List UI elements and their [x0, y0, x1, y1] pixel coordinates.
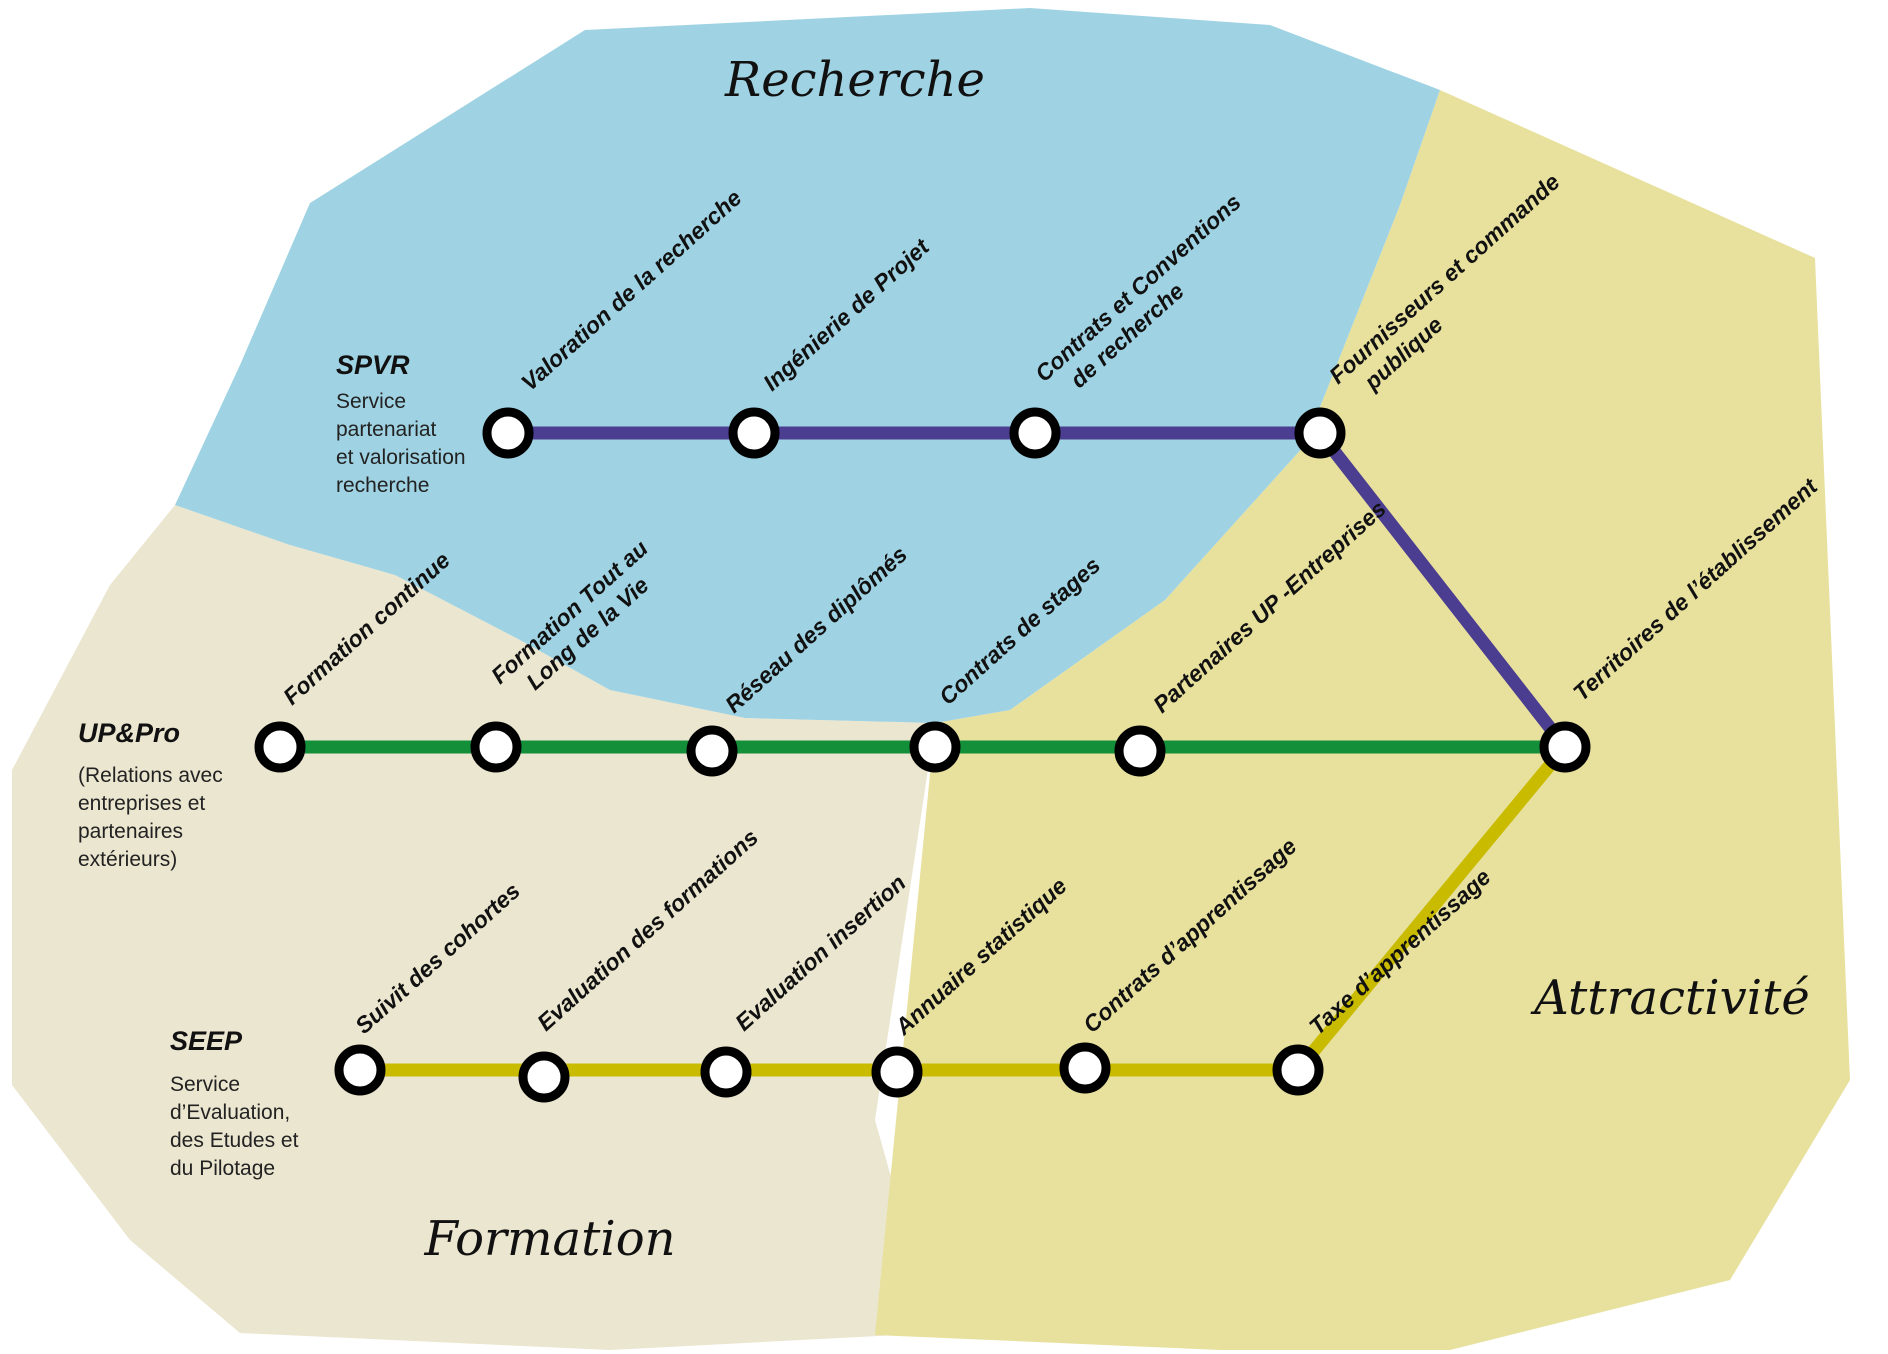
station-contrats-apprentissage[interactable]	[1059, 1042, 1111, 1094]
station-contrats-de-stages[interactable]	[909, 721, 961, 773]
station-taxe-apprentissage[interactable]	[1272, 1044, 1324, 1096]
line-description-line: partenariat	[336, 418, 437, 441]
line-description-line: (Relations avec	[78, 764, 223, 787]
station-ingenierie-projet[interactable]	[728, 407, 780, 459]
line-description-line: entreprises et	[78, 792, 205, 815]
line-description-spvr: Service partenariat et valorisation rech…	[336, 390, 471, 497]
zone-title-attractivite: Attractivité	[1530, 970, 1810, 1026]
line-description-line: Service	[336, 390, 406, 413]
spvr-stops	[482, 407, 1346, 459]
line-name-uppro: UP&Pro	[78, 718, 180, 748]
line-description-line: d’Evaluation,	[170, 1101, 290, 1124]
zone-formation	[12, 505, 935, 1350]
line-description-line: extérieurs)	[78, 848, 177, 871]
station-formation-tout-au-long-de-la-vie[interactable]	[470, 721, 522, 773]
zone-attractivite	[875, 90, 1850, 1350]
line-description-uppro: (Relations avec entreprises et partenair…	[78, 764, 229, 871]
line-description-line: et valorisation	[336, 446, 466, 469]
station-annuaire-statistique[interactable]	[871, 1046, 923, 1098]
zone-recherche	[175, 8, 1440, 723]
line-description-line: Service	[170, 1073, 240, 1096]
line-description-line: des Etudes et	[170, 1129, 299, 1152]
station-evaluation-insertion[interactable]	[700, 1046, 752, 1098]
zone-title-formation: Formation	[423, 1211, 675, 1267]
station-formation-continue[interactable]	[254, 721, 306, 773]
station-evaluation-des-formations[interactable]	[518, 1051, 570, 1103]
station-contrats-conventions-recherche[interactable]	[1009, 407, 1061, 459]
line-name-spvr: SPVR	[336, 350, 410, 380]
station-valorisation-recherche[interactable]	[482, 407, 534, 459]
uppro-stops	[254, 721, 1591, 777]
station-territoires-etablissement[interactable]	[1539, 721, 1591, 773]
station-reseau-des-diplomes[interactable]	[686, 725, 738, 777]
line-description-seep: Service d’Evaluation, des Etudes et du P…	[170, 1073, 304, 1180]
zone-title-recherche: Recherche	[724, 52, 985, 108]
line-description-line: partenaires	[78, 820, 183, 843]
line-name-seep: SEEP	[170, 1026, 243, 1056]
station-fournisseurs-commande-publique[interactable]	[1294, 407, 1346, 459]
line-description-line: du Pilotage	[170, 1157, 275, 1180]
line-description-line: recherche	[336, 474, 429, 497]
station-suivit-des-cohortes[interactable]	[334, 1044, 386, 1096]
station-partenaires-up-entreprises[interactable]	[1114, 725, 1166, 777]
seep-stops	[334, 1042, 1324, 1103]
